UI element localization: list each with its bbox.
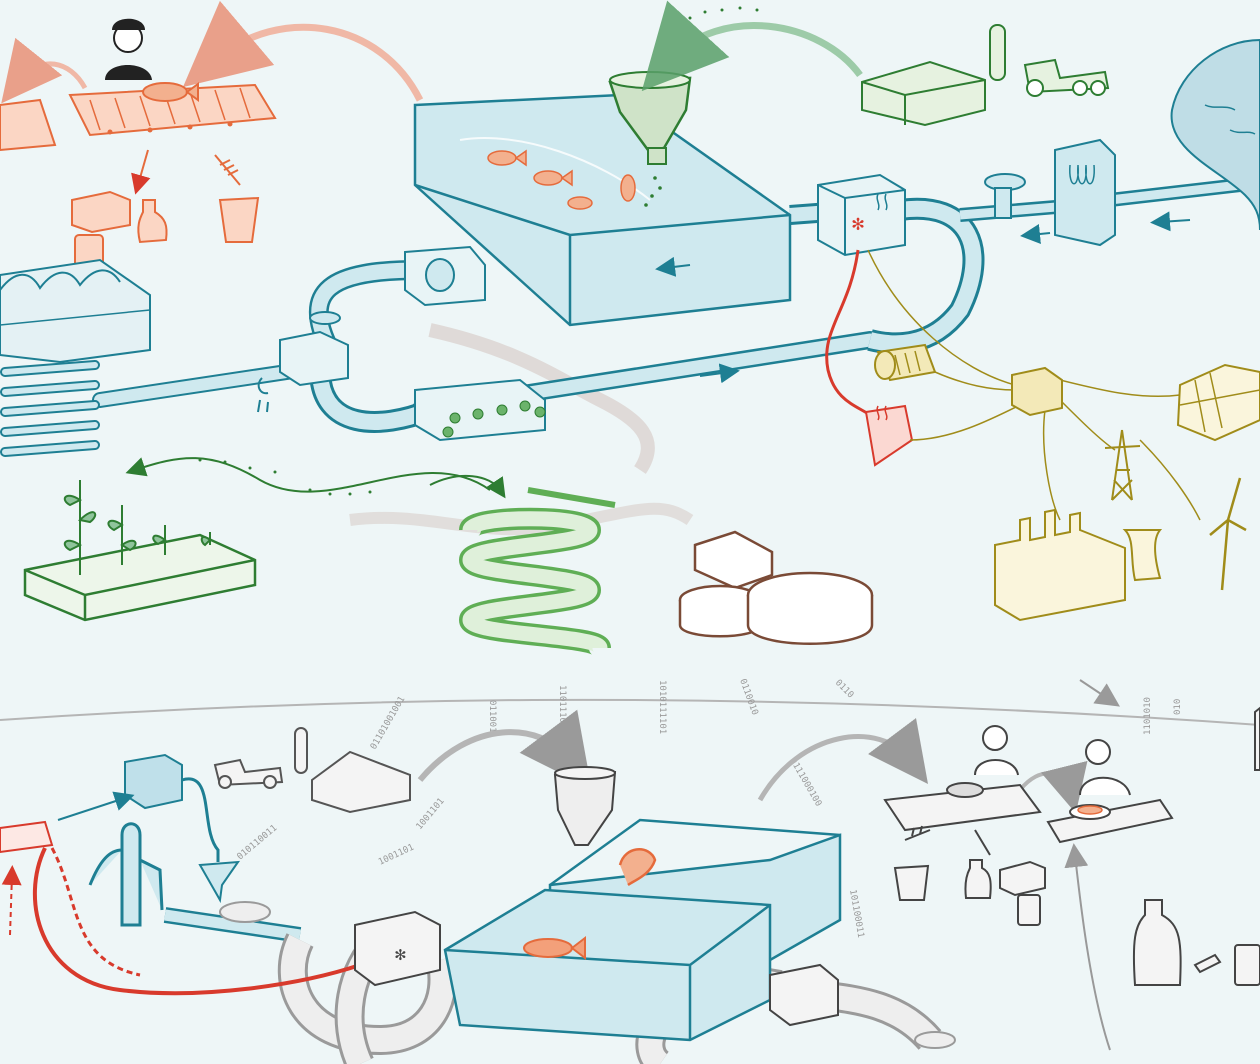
lake-icon <box>1170 38 1260 231</box>
shrimp-icon <box>618 848 657 887</box>
fish-icon <box>523 935 586 961</box>
plant-bed <box>23 480 257 622</box>
product-arrow <box>1 37 88 104</box>
hand-pump <box>88 822 164 927</box>
water-source <box>1170 38 1260 231</box>
solar-panel-icon <box>1176 363 1260 442</box>
person-eating-icon <box>1085 739 1111 765</box>
faucet <box>257 311 349 413</box>
energy-distributor <box>1011 366 1063 417</box>
processing-worker <box>105 18 152 80</box>
lower-filter <box>769 963 839 1027</box>
heat-loop <box>0 820 361 996</box>
snowflake-heat-icon: ✻ <box>395 944 406 965</box>
lower-heat-exchanger: ✻ <box>354 910 441 987</box>
gray-arrow <box>1064 843 1111 1051</box>
lower-processing-line <box>883 725 1042 832</box>
heater-box <box>864 404 914 467</box>
biogas-tank-icon <box>693 530 774 590</box>
upper-scene: ✻ <box>0 0 1260 659</box>
nutrient-arrow-2 <box>429 474 506 499</box>
pylon-icon <box>1104 429 1141 501</box>
plant-icon <box>63 480 212 575</box>
factory-icon <box>994 508 1126 622</box>
lower-farm <box>213 727 411 814</box>
wind-turbine <box>1209 477 1247 591</box>
nutrient-arrow <box>125 457 491 493</box>
harvest-arrow <box>182 0 424 102</box>
fish-waste <box>214 154 260 243</box>
wind-turbine-icon <box>1209 477 1247 591</box>
side-conveyor <box>0 98 57 152</box>
jar-and-bottle-icon <box>71 190 131 234</box>
fish-skeleton-icon <box>904 825 931 841</box>
gray-arrow <box>757 717 929 802</box>
bottle-icon <box>1132 899 1182 986</box>
algae-reactor <box>458 487 616 659</box>
energy-wires <box>867 249 1201 521</box>
binary-stream: 0110011 <box>487 700 497 738</box>
farm <box>861 24 1006 127</box>
solar-panels <box>1176 363 1260 442</box>
biofilter <box>414 378 546 442</box>
valve <box>984 173 1026 219</box>
lower-hopper <box>553 766 617 846</box>
barn-icon <box>311 750 411 814</box>
consumer <box>1046 739 1174 844</box>
person-icon <box>982 725 1008 751</box>
filter-icon <box>1054 138 1116 247</box>
power-pylon <box>1104 429 1141 501</box>
tractor <box>1023 58 1110 97</box>
fish-products <box>71 149 168 272</box>
fish-tank-2 <box>443 888 772 1042</box>
lower-products <box>893 825 1046 926</box>
binary-stream: 010110011 <box>236 823 280 862</box>
water-cube-icon <box>124 753 183 810</box>
binary-stream: 110111011 <box>557 685 567 734</box>
biogas-tanks <box>678 530 874 645</box>
scene-divider <box>0 698 1260 726</box>
binary-stream: 010 <box>1173 699 1183 715</box>
binary-stream: 1001101 <box>377 843 416 868</box>
binary-stream: 0110 <box>833 678 855 700</box>
pump-icon <box>88 822 164 927</box>
house-edge <box>1254 706 1260 771</box>
snowflake-heat-icon: ✻ <box>852 211 864 235</box>
barn-icon <box>861 60 986 127</box>
water-container <box>57 753 241 904</box>
gray-arrow <box>1079 679 1120 707</box>
supplements <box>1132 899 1260 986</box>
feed-dots <box>688 6 759 20</box>
funnel-icon <box>553 770 617 846</box>
binary-stream: 1101010 <box>1143 697 1153 735</box>
fish-skeleton-icon <box>214 154 241 186</box>
shadow-streak <box>428 323 655 474</box>
binary-stream: 1001101 <box>415 796 447 831</box>
lower-scene: 01101001001 0110011 110111011 1010111101… <box>0 678 1260 1064</box>
binary-stream: 101100011 <box>847 889 865 939</box>
heat-pump <box>874 343 937 382</box>
greenhouse <box>0 258 151 457</box>
binary-stream: 1010111101 <box>657 680 667 734</box>
power-plant <box>994 508 1163 622</box>
filter-unit <box>1054 138 1116 247</box>
feed-arrow <box>641 0 863 92</box>
fish-icon <box>487 149 636 210</box>
gray-arrow <box>417 709 592 789</box>
nutrient-dots <box>198 458 372 496</box>
fish-processing-line <box>68 82 277 137</box>
cooling-unit <box>404 245 486 307</box>
heat-exchanger: ✻ <box>817 173 906 257</box>
binary-stream: 0110010 <box>737 678 759 717</box>
gray-arrow <box>1018 760 1088 814</box>
heat-pipe <box>825 249 871 417</box>
